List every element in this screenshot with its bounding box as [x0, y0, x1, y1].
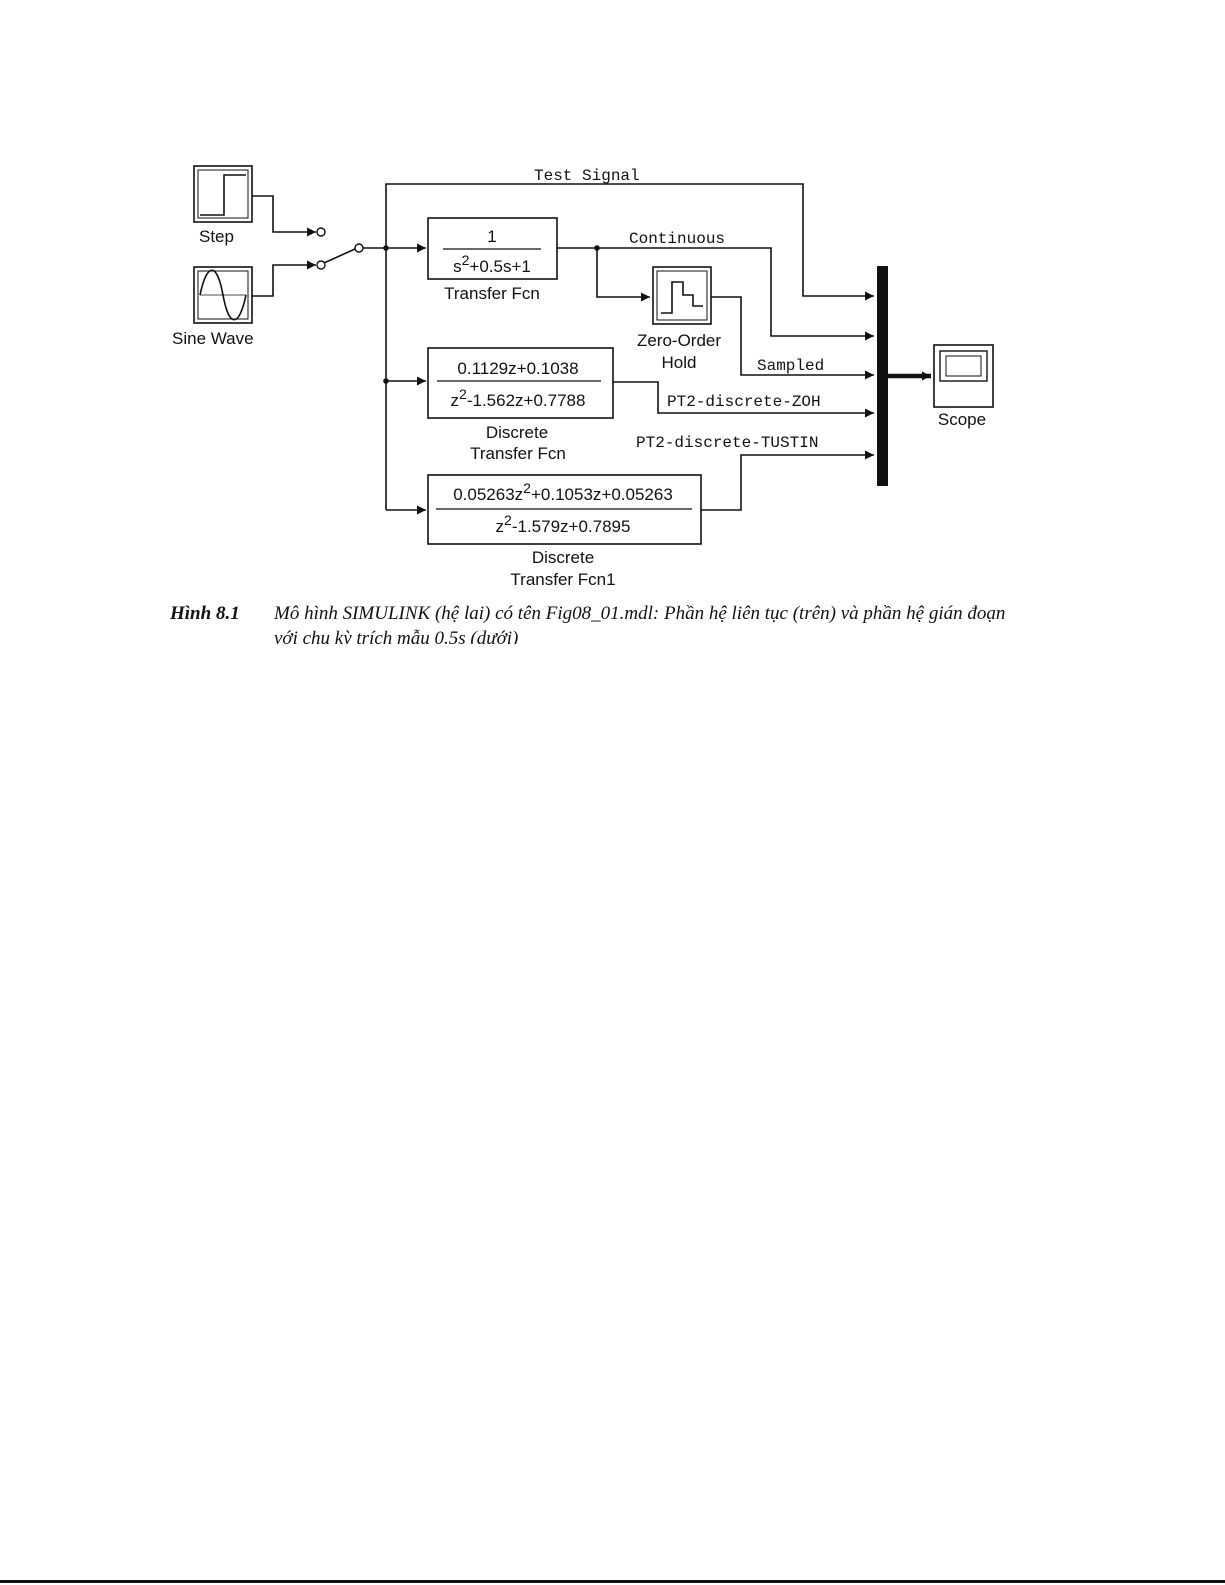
figure-caption: Hình 8.1 Mô hình SIMULINK (hệ lai) có tên…	[170, 601, 1030, 644]
test-signal-label: Test Signal	[534, 167, 640, 185]
discrete-tf-numerator: 0.1129z+0.1038	[457, 359, 578, 378]
simulink-diagram: Step Sine Wave	[172, 165, 994, 589]
discrete-tf-label-1: Discrete	[486, 423, 548, 442]
scope-label: Scope	[938, 410, 986, 429]
caption-text: Mô hình SIMULINK (hệ lai) có tên Fig08_0…	[274, 603, 1006, 644]
discrete-tf1-denominator: z2-1.579z+0.7895	[496, 512, 631, 536]
zero-order-hold-block[interactable]: Zero-Order Hold	[637, 266, 721, 372]
caption-area: Hình 8.1 Mô hình SIMULINK (hệ lai) có tên…	[0, 0, 1225, 644]
zoh-signal-label: PT2-discrete-ZOH	[667, 393, 821, 411]
scope-block[interactable]: Scope	[933, 344, 994, 429]
step-label: Step	[199, 227, 234, 246]
zoh-label-1: Zero-Order	[637, 331, 721, 350]
signal-wires	[363, 183, 931, 515]
signal-labels: Test Signal Continuous Sampled PT2-discr…	[534, 167, 824, 452]
transfer-fcn-denominator: s2+0.5s+1	[453, 252, 531, 276]
discrete-tf1-numerator: 0.05263z2+0.1053z+0.05263	[453, 480, 673, 504]
page-bottom-rule	[0, 1580, 1225, 1583]
step-block[interactable]: Step	[193, 165, 253, 246]
transfer-fcn-label: Transfer Fcn	[444, 284, 540, 303]
discrete-tf1-label-1: Discrete	[532, 548, 594, 567]
discrete-transfer-fcn1-block[interactable]: 0.05263z2+0.1053z+0.05263 z2-1.579z+0.78…	[427, 474, 702, 589]
discrete-tf1-label-2: Transfer Fcn1	[510, 570, 615, 589]
transfer-fcn-block[interactable]: 1 s2+0.5s+1 Transfer Fcn	[427, 217, 558, 303]
transfer-fcn-numerator: 1	[487, 227, 496, 246]
discrete-tf-denominator: z2-1.562z+0.7788	[451, 386, 586, 410]
mux-block[interactable]	[877, 266, 888, 486]
sine-wave-label: Sine Wave	[172, 329, 254, 348]
sine-wave-block[interactable]: Sine Wave	[172, 266, 254, 348]
tustin-signal-label: PT2-discrete-TUSTIN	[636, 434, 818, 452]
sampled-label: Sampled	[757, 357, 824, 375]
discrete-tf-label-2: Transfer Fcn	[470, 444, 566, 463]
zoh-label-2: Hold	[662, 353, 697, 372]
continuous-label: Continuous	[629, 230, 725, 248]
caption-number: Hình 8.1	[170, 603, 240, 624]
discrete-transfer-fcn-block[interactable]: 0.1129z+0.1038 z2-1.562z+0.7788 Discrete…	[427, 347, 614, 463]
